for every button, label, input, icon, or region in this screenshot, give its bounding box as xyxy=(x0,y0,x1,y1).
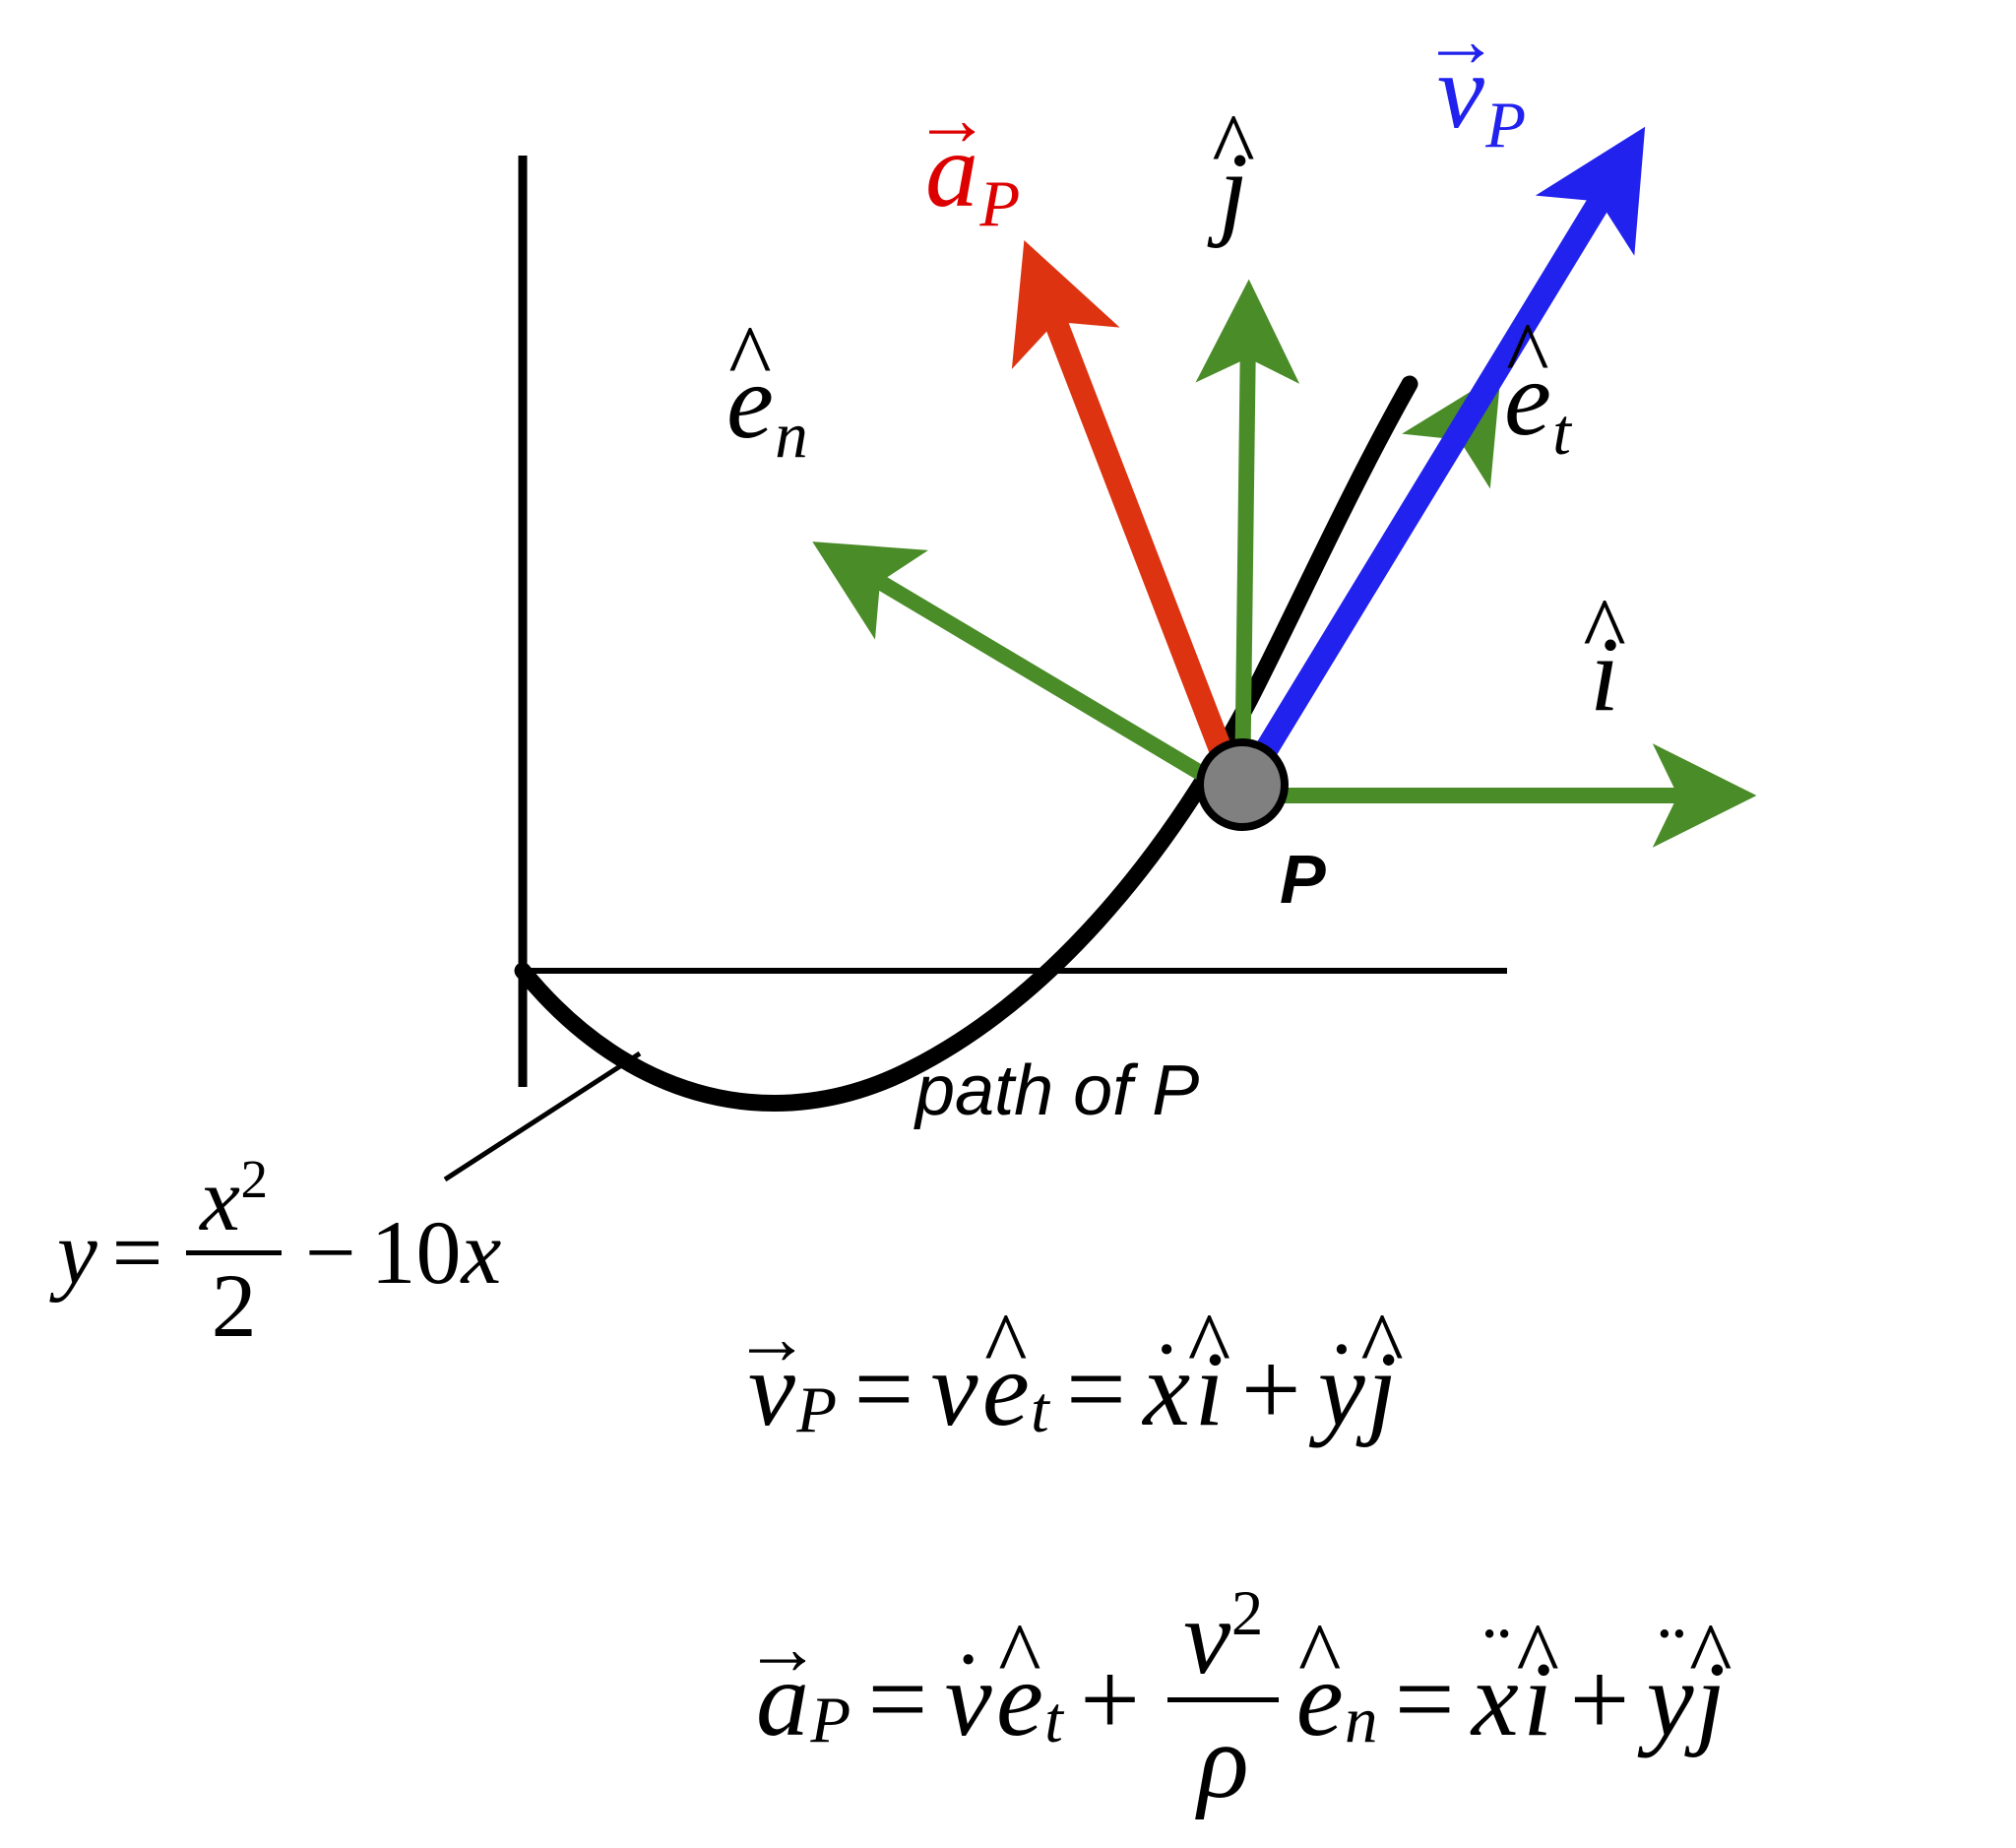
en-vector-arrow xyxy=(812,542,1243,802)
e-glyph: e xyxy=(1295,1640,1344,1758)
et-label: ^ e t xyxy=(1504,309,1571,466)
curve-equation: y = x2 2 − 10 x xyxy=(57,1148,502,1357)
j-glyph: j xyxy=(1695,1640,1726,1758)
en-subscript: n xyxy=(775,399,808,473)
equation-leader-line xyxy=(443,1051,642,1182)
a-subscript: P xyxy=(979,167,1021,241)
point-p-marker xyxy=(1196,738,1289,831)
en-label: ^ e n xyxy=(726,312,808,469)
v-glyph: v xyxy=(944,1640,992,1758)
e-glyph: e xyxy=(981,1331,1030,1448)
speed-symbol: v xyxy=(930,1331,978,1448)
i-glyph: i xyxy=(1194,1331,1225,1448)
fraction-denominator: ρ xyxy=(1197,1702,1249,1820)
y-glyph: y xyxy=(1646,1640,1694,1758)
e-glyph: e xyxy=(726,344,774,461)
curve-eq-fraction: x2 2 xyxy=(186,1148,282,1357)
e-glyph: e xyxy=(995,1640,1043,1758)
et-subscript: t xyxy=(1031,1372,1049,1446)
path-of-p-label: path of P xyxy=(915,1051,1200,1130)
i-glyph: i xyxy=(1523,1640,1553,1758)
fraction-bar xyxy=(186,1249,282,1255)
equals-sign: = xyxy=(853,1331,914,1448)
v-glyph: v xyxy=(1437,33,1484,151)
v-subscript: P xyxy=(1485,89,1527,162)
x-glyph: x xyxy=(1143,1331,1191,1448)
e-glyph: e xyxy=(1504,341,1551,458)
et-subscript: t xyxy=(1552,396,1571,470)
point-p-label: P xyxy=(1280,841,1326,918)
plus-sign: + xyxy=(1569,1640,1630,1758)
i-glyph: i xyxy=(1590,616,1620,733)
equals-sign: = xyxy=(1066,1331,1126,1448)
a-glyph: a xyxy=(925,112,978,229)
fraction-denominator: 2 xyxy=(211,1255,257,1357)
a-subscript: P xyxy=(810,1683,851,1756)
velocity-vector-label: → v P xyxy=(1422,3,1526,159)
equals-sign: = xyxy=(867,1640,928,1758)
j-hat-label: ^ j xyxy=(1212,100,1255,249)
numerator-exponent: 2 xyxy=(1230,1578,1264,1650)
curvature-fraction: v2 ρ xyxy=(1167,1578,1280,1820)
curve-eq-equals: = xyxy=(111,1202,163,1304)
en-subscript: n xyxy=(1344,1683,1378,1756)
plus-sign: + xyxy=(1080,1640,1140,1758)
fraction-numerator: x2 xyxy=(200,1148,269,1249)
fraction-bar xyxy=(1167,1697,1280,1703)
plus-sign: + xyxy=(1240,1331,1301,1448)
x-glyph: x xyxy=(1471,1640,1519,1758)
v-subscript: P xyxy=(796,1372,838,1446)
curve-eq-lhs: y xyxy=(57,1202,97,1304)
j-glyph: j xyxy=(1367,1331,1398,1448)
equals-sign: = xyxy=(1394,1640,1455,1758)
y-glyph: y xyxy=(1317,1331,1365,1448)
velocity-vector-arrow xyxy=(1228,126,1646,802)
et-subscript: t xyxy=(1044,1683,1063,1756)
j-hat-vector-arrow xyxy=(1195,279,1300,797)
numerator-exponent: 2 xyxy=(240,1148,269,1209)
fraction-numerator: v2 xyxy=(1183,1578,1264,1696)
curve-eq-minus: − xyxy=(304,1202,356,1304)
curve-eq-variable: x xyxy=(461,1202,502,1304)
acceleration-equation: → a P = · v ^ e t + v2 ρ ^ e n = ¨ x ^ i xyxy=(744,1578,1732,1820)
path-of-p-curve xyxy=(514,375,1418,1112)
acceleration-vector-label: → a P xyxy=(914,82,1020,237)
velocity-equation: → v P = v ^ e t = · x ^ i + · y ^ j xyxy=(733,1300,1404,1448)
j-glyph: j xyxy=(1219,132,1249,249)
v-glyph: v xyxy=(748,1331,795,1448)
curve-eq-coefficient: 10 xyxy=(370,1202,462,1304)
acceleration-vector-arrow xyxy=(1011,240,1250,800)
i-hat-label: ^ i xyxy=(1583,585,1626,733)
a-glyph: a xyxy=(756,1640,809,1758)
